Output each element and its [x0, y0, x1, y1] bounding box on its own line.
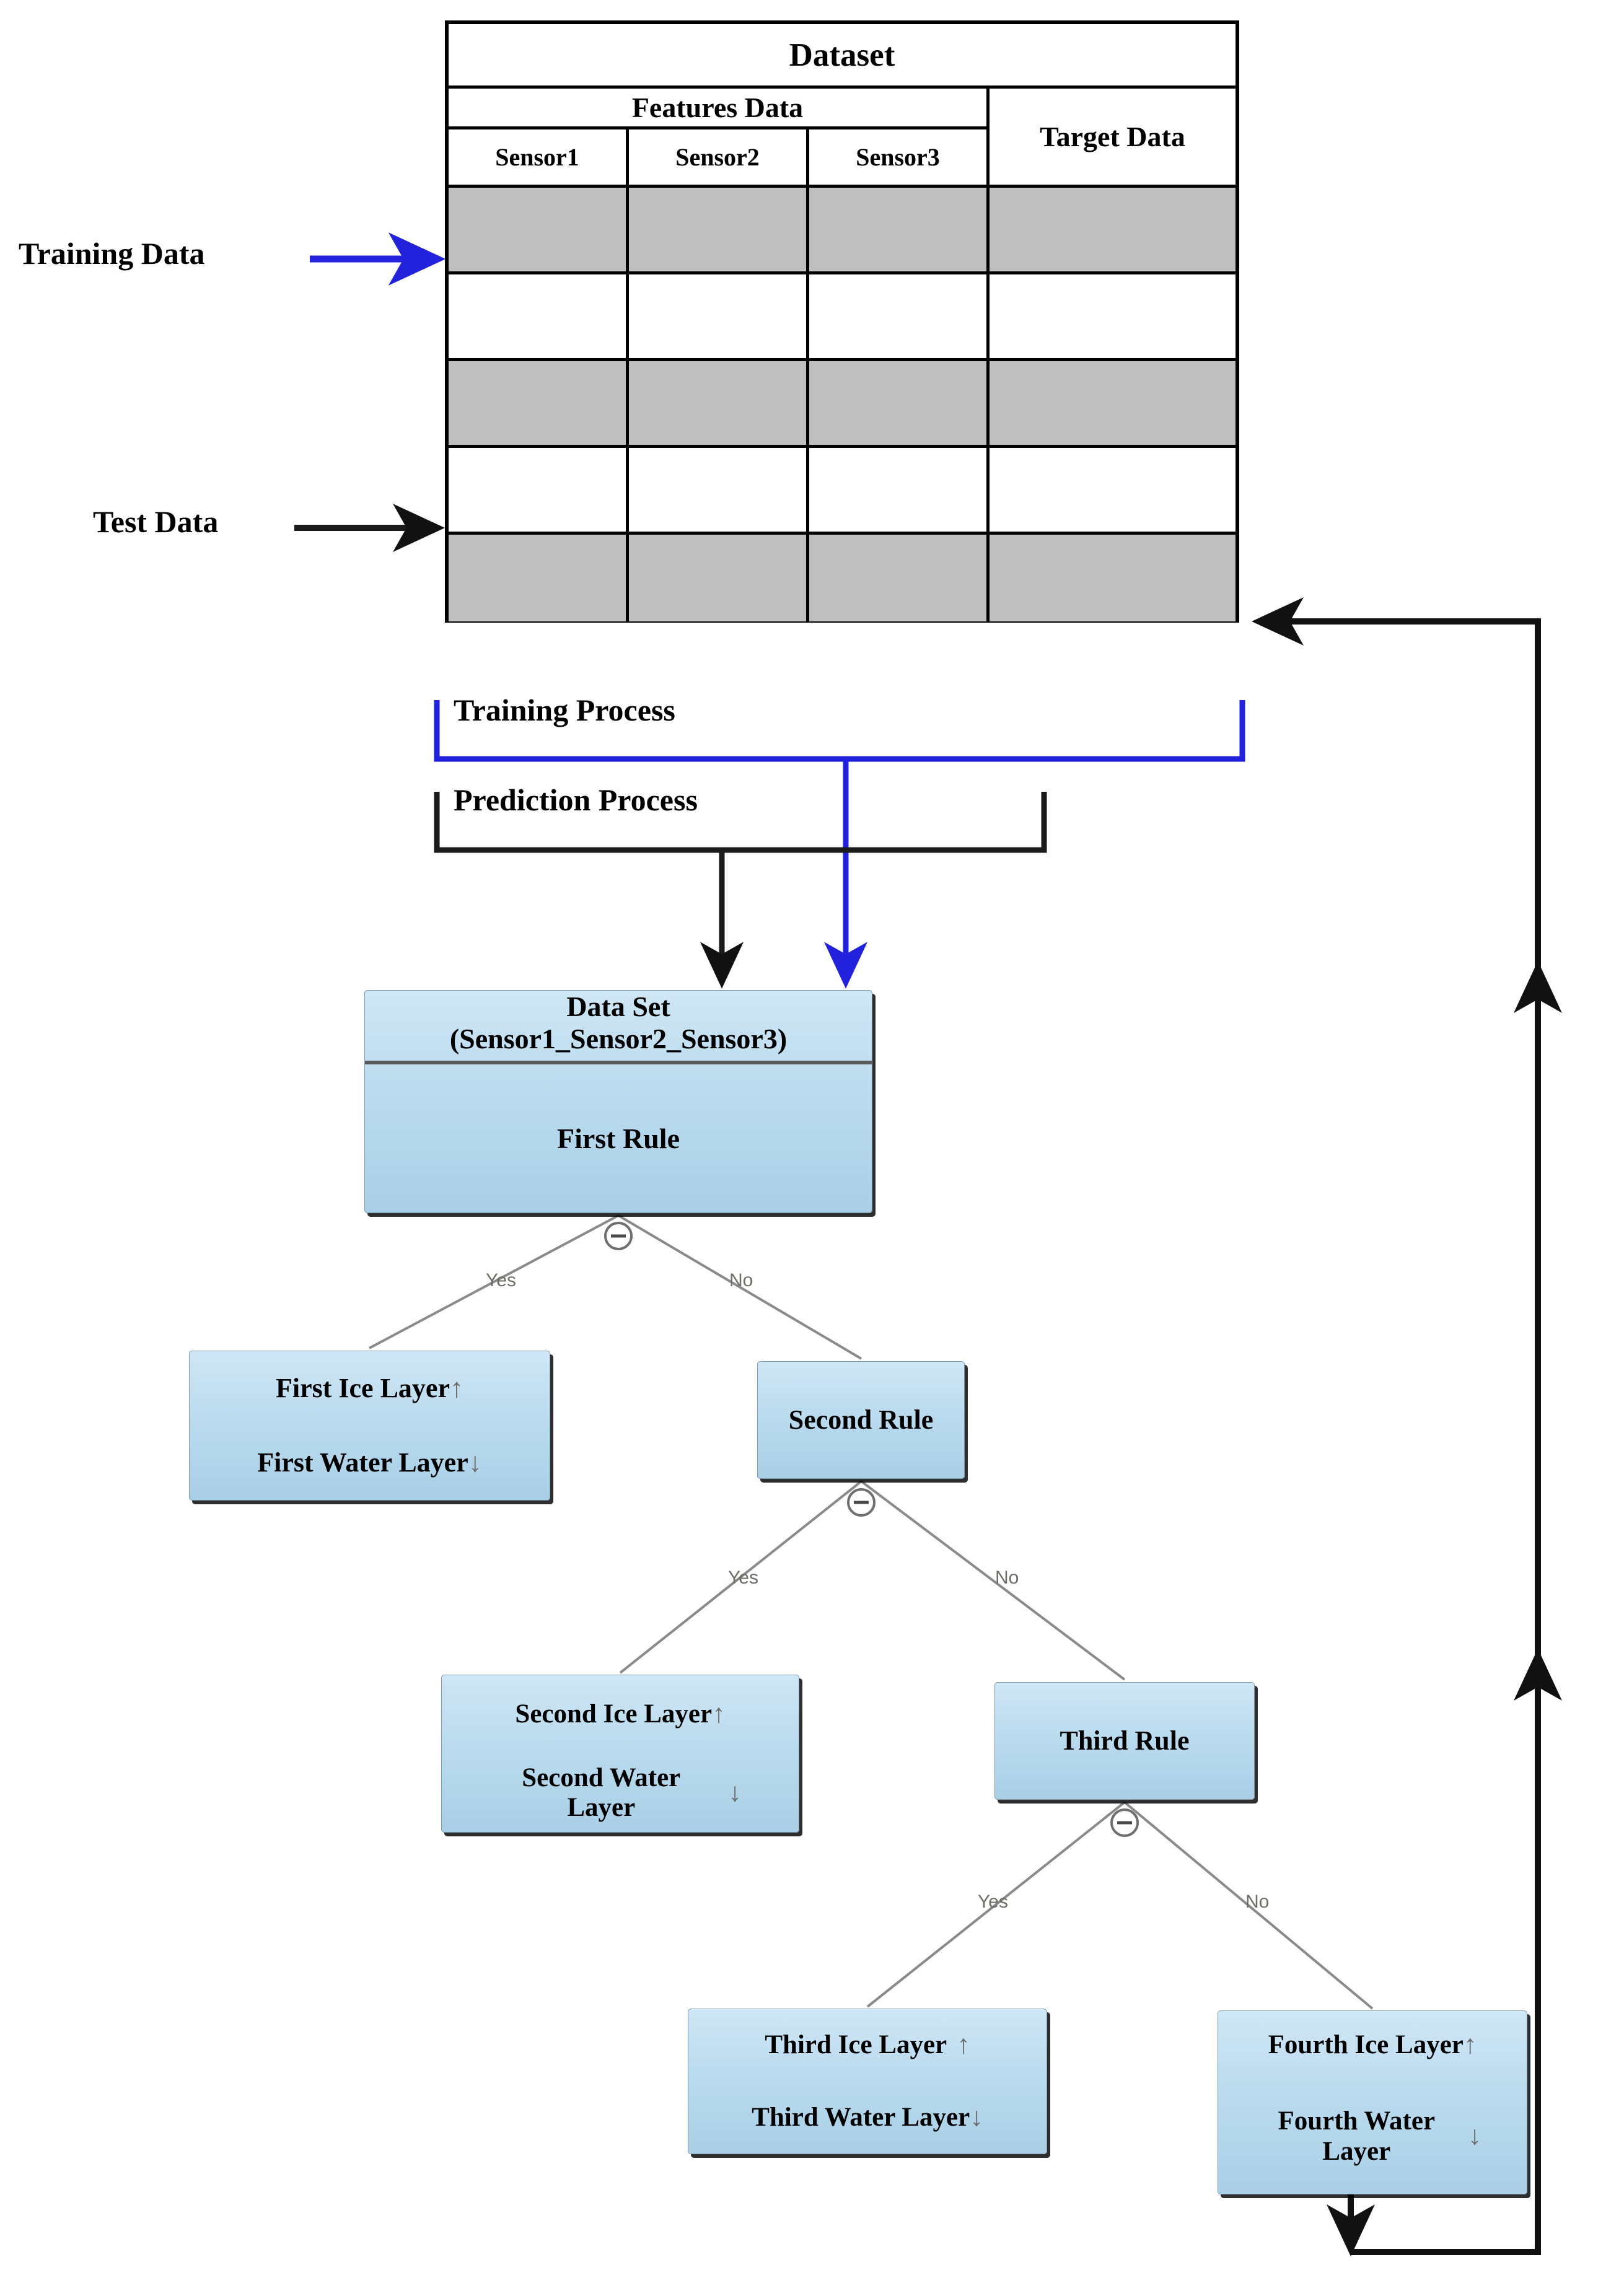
branch-label-second-yes: Yes [728, 1567, 758, 1588]
node-second-rule[interactable]: Second Rule [757, 1361, 965, 1479]
table-cell [449, 448, 629, 532]
training-process-label: Training Process [450, 692, 679, 728]
table-cell [809, 535, 990, 621]
column-header-sensor2: Sensor2 [629, 129, 809, 185]
node-third-rule[interactable]: Third Rule [994, 1682, 1255, 1800]
table-cell [629, 274, 809, 358]
table-cell [809, 361, 990, 445]
column-header-target-data: Target Data [1040, 121, 1185, 152]
node-root-dataset-first-rule[interactable]: Data Set (Sensor1_Sensor2_Sensor3) First… [364, 990, 872, 1213]
table-cell [990, 188, 1236, 271]
collapse-toggle-third-rule [1110, 1808, 1139, 1837]
table-cell [449, 361, 629, 445]
down-arrow-icon: ↓ [468, 1447, 482, 1478]
third-rule-label: Third Rule [1060, 1725, 1190, 1756]
table-row [449, 361, 1236, 448]
second-ice-layer-label: Second Ice Layer [515, 1699, 713, 1729]
branch-label-third-no: No [1245, 1891, 1270, 1912]
table-cell [449, 274, 629, 358]
prediction-process-label: Prediction Process [450, 782, 701, 818]
third-water-layer-label: Third Water Layer [752, 2102, 970, 2132]
sensor-header-row: Sensor1 Sensor2 Sensor3 [449, 129, 986, 185]
branch-label-second-no: No [995, 1567, 1019, 1588]
root-title: Data Set [566, 991, 670, 1022]
dataset-title: Dataset [449, 24, 1236, 89]
first-ice-layer-label: First Ice Layer [276, 1373, 450, 1404]
root-sensors: (Sensor1_Sensor2_Sensor3) [449, 1022, 788, 1054]
table-cell [449, 535, 629, 621]
edge-second-no [860, 1480, 1126, 1681]
node-second-ice-water-layer[interactable]: Second Ice Layer ↑ Second Water Layer ↓ [441, 1675, 799, 1833]
dataset-table: Dataset Features Data Sensor1 Sensor2 Se… [445, 20, 1239, 623]
dataset-header-row: Features Data Sensor1 Sensor2 Sensor3 Ta… [449, 89, 1236, 188]
table-cell [990, 274, 1236, 358]
branch-label-third-yes: Yes [978, 1891, 1008, 1912]
table-cell [990, 361, 1236, 445]
column-header-sensor3: Sensor3 [856, 143, 940, 171]
up-arrow-icon: ↑ [957, 2030, 970, 2060]
feedback-return-path [1251, 597, 1541, 2255]
table-cell [809, 274, 990, 358]
node-third-ice-water-layer[interactable]: Third Ice Layer ↑ Third Water Layer ↓ [688, 2009, 1047, 2154]
second-water-layer-label: Second Water Layer [522, 1763, 681, 1822]
branch-label-root-no: No [729, 1270, 753, 1291]
fourth-ice-layer-label: Fourth Ice Layer [1268, 2030, 1464, 2059]
second-rule-label: Second Rule [788, 1405, 934, 1435]
down-arrow-icon: ↓ [970, 2102, 983, 2132]
down-arrow-icon: ↓ [1468, 2121, 1481, 2151]
up-arrow-icon: ↑ [712, 1699, 726, 1729]
table-cell [629, 535, 809, 621]
table-cell [990, 448, 1236, 532]
features-data-header: Features Data [449, 89, 986, 129]
training-data-label: Training Data [19, 236, 205, 271]
column-header-sensor1: Sensor1 [449, 129, 629, 185]
branch-label-root-yes: Yes [486, 1270, 516, 1291]
collapse-toggle-second-rule [847, 1488, 876, 1517]
table-cell [809, 448, 990, 532]
table-cell [809, 188, 990, 271]
node-fourth-ice-water-layer[interactable]: Fourth Ice Layer ↑ Fourth Water Layer ↓ [1218, 2010, 1527, 2194]
test-data-label: Test Data [93, 504, 219, 539]
node-first-ice-water-layer[interactable]: First Ice Layer ↑ First Water Layer ↓ [189, 1351, 550, 1501]
table-row [449, 535, 1236, 621]
third-ice-layer-label: Third Ice Layer [765, 2030, 947, 2060]
features-data-group: Features Data Sensor1 Sensor2 Sensor3 [449, 89, 990, 185]
fourth-water-layer-label: Fourth Water Layer [1278, 2106, 1436, 2166]
table-cell [629, 448, 809, 532]
root-divider [365, 1061, 872, 1065]
table-cell [629, 188, 809, 271]
up-arrow-icon: ↑ [450, 1373, 463, 1404]
first-water-layer-label: First Water Layer [257, 1447, 468, 1478]
table-cell [990, 535, 1236, 621]
collapse-toggle-root [604, 1222, 633, 1250]
down-arrow-icon: ↓ [728, 1777, 742, 1807]
root-rule-label: First Rule [556, 1123, 680, 1155]
up-arrow-icon: ↑ [1463, 2030, 1477, 2059]
table-cell [449, 188, 629, 271]
table-row [449, 188, 1236, 274]
table-cell [629, 361, 809, 445]
table-row [449, 448, 1236, 535]
table-row [449, 274, 1236, 361]
